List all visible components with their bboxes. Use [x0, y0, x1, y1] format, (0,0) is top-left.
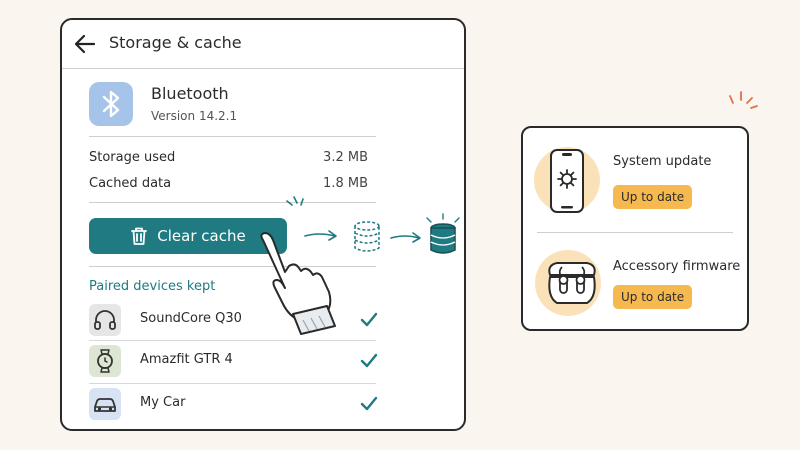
trash-icon	[131, 227, 148, 245]
storage-used-value: 3.2 MB	[323, 150, 368, 165]
cached-data-value: 1.8 MB	[323, 176, 368, 191]
system-update-title: System update	[613, 154, 712, 169]
storage-cache-panel: Storage & cache Bluetooth Version 14.2.1…	[60, 18, 466, 431]
paired-devices-heading: Paired devices kept	[89, 279, 216, 294]
bluetooth-app-icon	[89, 82, 133, 126]
storage-used-label: Storage used	[89, 150, 176, 165]
divider	[89, 136, 376, 137]
database-full-icon	[430, 223, 456, 254]
earbuds-case-icon	[548, 262, 596, 304]
device-name: My Car	[140, 395, 186, 410]
app-header: Storage & cache	[62, 20, 464, 69]
device-row-amazfit[interactable]: Amazfit GTR 4	[89, 341, 379, 381]
phone-settings-icon	[550, 149, 584, 213]
device-name: SoundCore Q30	[140, 311, 242, 326]
clear-cache-label: Clear cache	[157, 227, 246, 245]
device-row-my-car[interactable]: My Car	[89, 384, 379, 424]
divider	[89, 202, 376, 203]
smartwatch-icon	[89, 345, 121, 377]
cached-data-label: Cached data	[89, 176, 172, 191]
status-badge: Up to date	[613, 185, 693, 209]
back-arrow-icon[interactable]	[72, 31, 98, 57]
tapping-hand-icon	[260, 232, 336, 335]
device-name: Amazfit GTR 4	[140, 352, 233, 367]
divider	[89, 266, 376, 267]
database-empty-icon	[354, 221, 380, 252]
update-status-panel: System update Up to date Accessory firmw…	[521, 126, 749, 331]
cache-flow-illustration	[304, 213, 460, 254]
clear-cache-button[interactable]: Clear cache	[89, 218, 287, 254]
checkmark-icon	[360, 396, 378, 411]
car-icon	[89, 388, 121, 420]
divider	[89, 383, 376, 384]
divider	[89, 340, 376, 341]
status-badge: Up to date	[613, 285, 693, 309]
checkmark-icon	[360, 312, 378, 327]
checkmark-icon	[360, 353, 378, 368]
tap-sparkle-icon	[286, 196, 304, 206]
headphones-icon	[89, 304, 121, 336]
bluetooth-icon	[102, 90, 120, 118]
page-title: Storage & cache	[109, 33, 242, 52]
divider	[537, 232, 733, 233]
sparkle-decoration-icon	[729, 91, 758, 109]
device-row-soundcore[interactable]: SoundCore Q30	[89, 300, 379, 340]
app-name: Bluetooth	[151, 84, 229, 103]
app-version: Version 14.2.1	[151, 109, 238, 123]
accessory-firmware-title: Accessory firmware	[613, 259, 741, 274]
